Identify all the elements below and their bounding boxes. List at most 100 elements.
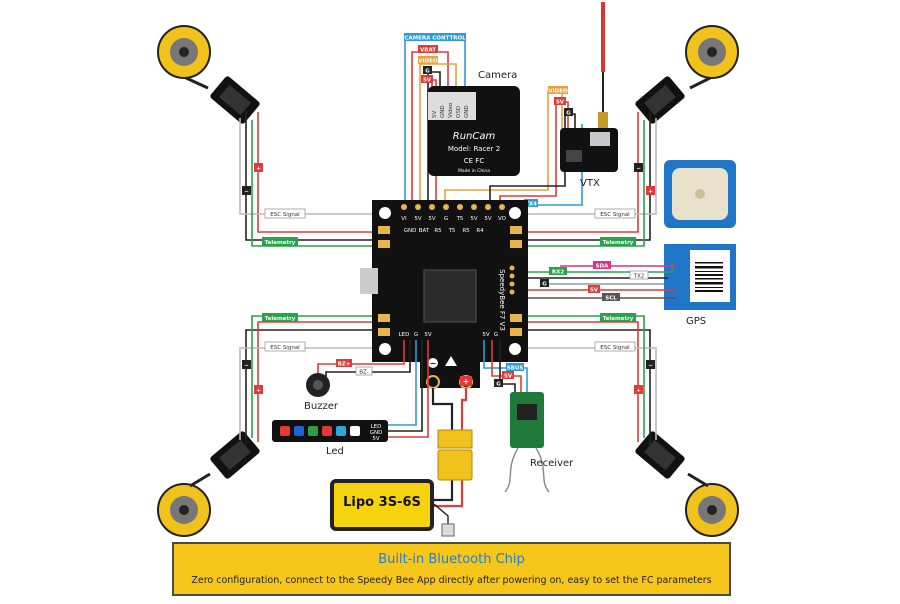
svg-text:5V: 5V — [372, 436, 379, 442]
vtx-tags: VIDEO 5V G TX4 — [524, 86, 573, 208]
svg-text:+: + — [648, 189, 653, 195]
fc-pin2-1: BAT — [419, 228, 430, 234]
led-2 — [308, 426, 318, 436]
wires-right — [525, 110, 657, 445]
fc-pin2-5: R4 — [476, 228, 484, 234]
svg-text:5V: 5V — [556, 100, 565, 106]
battery-wires — [431, 388, 468, 526]
camera-brand: RunCam — [453, 131, 496, 142]
led-strip: LED GND 5V — [272, 420, 388, 442]
fc-bottom-0: LED — [399, 332, 410, 338]
svg-text:G: G — [566, 111, 571, 117]
svg-text:+: + — [463, 377, 470, 386]
motor-bottom-left — [157, 472, 211, 537]
banner-subtitle: Zero configuration, connect to the Speed… — [191, 575, 712, 586]
svg-text:+: + — [636, 388, 641, 394]
xt60-connector — [437, 429, 473, 481]
svg-text:BZ+: BZ+ — [338, 362, 351, 368]
camera-made: Made in China — [458, 168, 490, 174]
receiver-label: Receiver — [530, 458, 574, 469]
barcode — [695, 262, 723, 292]
motor-top-right — [685, 25, 739, 90]
fc-pin-0: VI — [401, 216, 407, 222]
receiver — [504, 392, 550, 493]
svg-text:VIDEO: VIDEO — [548, 89, 568, 95]
wires-left — [239, 110, 380, 445]
svg-text:LED: LED — [371, 424, 382, 430]
svg-text:TX4: TX4 — [525, 202, 537, 208]
svg-text:ESC Signal: ESC Signal — [270, 345, 300, 351]
buzzer — [306, 373, 330, 397]
fc-pin-2: 5V — [428, 216, 435, 222]
camera-pin-0: 5V — [432, 111, 438, 118]
svg-text:Telemetry: Telemetry — [603, 316, 634, 322]
camera-pin-1: GND — [440, 105, 446, 118]
esc-bottom-left — [210, 431, 260, 479]
svg-text:TX2: TX2 — [633, 274, 645, 280]
svg-text:G: G — [542, 282, 547, 288]
fc-bottom-4: G — [494, 332, 498, 338]
svg-text:CAMERA CONTTROL: CAMERA CONTTROL — [404, 36, 466, 42]
esc-tags: ESC Signal Telemetry Telemetry ESC Signa… — [242, 163, 655, 394]
camera-model: Model: Racer 2 — [448, 145, 500, 153]
vtx-board — [560, 128, 618, 172]
vtx-label: VTX — [580, 178, 600, 189]
lipo-battery: Lipo 3S-6S — [330, 479, 434, 531]
fc-pin-1: 5V — [414, 216, 421, 222]
svg-text:+: + — [256, 388, 261, 394]
fc-pin-4: T5 — [456, 216, 464, 222]
svg-text:ESC Signal: ESC Signal — [600, 345, 630, 351]
camera-pin-3: OSD — [456, 106, 462, 118]
lipo-label: Lipo 3S-6S — [343, 495, 421, 510]
motor-bottom-right — [685, 472, 739, 537]
fc-bottom-2: 5V — [424, 332, 431, 338]
flight-controller: VI 5V 5V G T5 5V 5V VO GND BAT R5 T5 R5 … — [360, 200, 528, 389]
svg-text:−: − — [244, 363, 249, 369]
svg-text:Telemetry: Telemetry — [265, 240, 296, 246]
camera-label: Camera — [478, 70, 517, 81]
fc-top-pads — [401, 204, 505, 210]
svg-text:−: − — [244, 189, 249, 195]
ce-fc-mark: CE FC — [464, 157, 485, 165]
svg-text:SDA: SDA — [596, 264, 610, 270]
svg-text:G: G — [496, 382, 501, 388]
svg-text:−: − — [430, 359, 437, 368]
fc-pin2-2: R5 — [434, 228, 442, 234]
camera-tags: CAMERA CONTTROL VBAT VIDEO G 5V — [404, 33, 466, 84]
svg-text:G: G — [425, 69, 430, 75]
fc-pin2-3: T5 — [448, 228, 456, 234]
balance-plug — [441, 523, 455, 537]
esc-bottom-right — [635, 431, 685, 479]
fc-pin-7: VO — [498, 216, 507, 222]
led-4 — [336, 426, 346, 436]
fc-pin-5: 5V — [470, 216, 477, 222]
buzzer-tags: BZ+ BZ- — [336, 359, 373, 376]
vtx-antenna — [598, 2, 608, 128]
led-5 — [350, 426, 360, 436]
gps-module — [664, 160, 736, 310]
led-label: Led — [326, 446, 344, 457]
motor-top-left — [157, 25, 211, 90]
fc-pin2-4: R5 — [462, 228, 470, 234]
fc-brand: SpeedyBee F7 V3 — [498, 269, 506, 331]
svg-text:ESC Signal: ESC Signal — [600, 212, 630, 218]
esc-top-left — [210, 76, 260, 124]
svg-text:+: + — [256, 166, 261, 172]
fc-bottom-3: 5V — [482, 332, 489, 338]
svg-text:−: − — [636, 166, 641, 172]
svg-text:SBUS: SBUS — [507, 366, 524, 372]
banner-title: Built-in Bluetooth Chip — [378, 552, 525, 567]
fc-pin-3: G — [444, 216, 448, 222]
svg-text:5V: 5V — [423, 78, 432, 84]
svg-text:BZ-: BZ- — [359, 370, 368, 376]
buzzer-label: Buzzer — [304, 401, 339, 412]
camera-pin-2: Video — [448, 102, 454, 118]
svg-text:5V: 5V — [590, 288, 599, 294]
svg-text:GND: GND — [370, 430, 383, 436]
camera: 5V GND Video OSD GND RunCam Model: Racer… — [428, 86, 520, 176]
fc-pin2-0: GND — [404, 228, 417, 234]
led-1 — [294, 426, 304, 436]
receiver-tags: SBUS 5V G — [494, 363, 524, 388]
svg-text:−: − — [648, 363, 653, 369]
